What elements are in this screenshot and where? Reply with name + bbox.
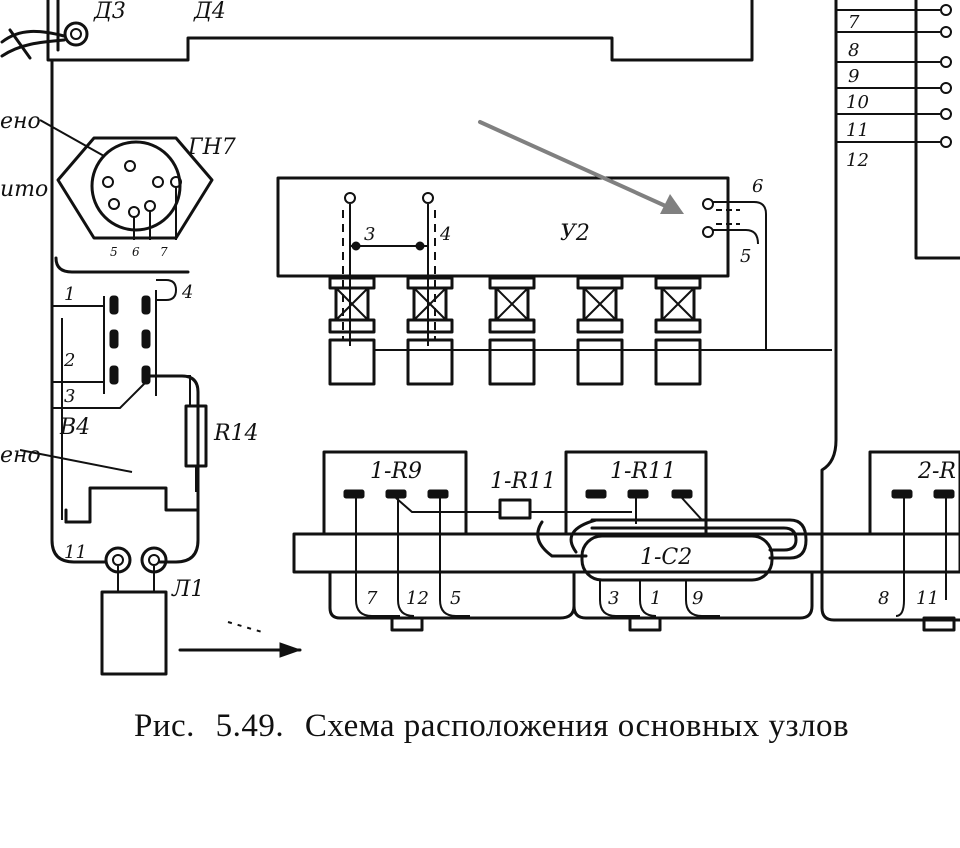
label-bot-12: 12 <box>406 588 429 609</box>
label-l1: Л1 <box>171 577 204 602</box>
tube-3 <box>488 276 536 386</box>
label-eno-bottom: ено <box>0 443 41 468</box>
block-u2 <box>276 176 767 350</box>
label-eno-top: ено <box>0 109 41 134</box>
label-1-r11-a: 1-R11 <box>490 469 556 494</box>
label-lamp-7: 7 <box>160 245 168 259</box>
label-sw-3: 3 <box>64 386 75 407</box>
caption-number: 5.49. <box>215 708 285 744</box>
label-v4: В4 <box>59 415 90 440</box>
label-1-r11-b: 1-R11 <box>610 459 676 484</box>
label-right-8: 8 <box>848 40 859 61</box>
label-right-11: 11 <box>846 120 869 141</box>
right-terminals <box>820 0 960 622</box>
label-u2: У2 <box>560 221 590 246</box>
label-sw-4: 4 <box>181 282 193 303</box>
tube-2 <box>406 276 454 386</box>
label-11: 11 <box>64 542 87 563</box>
caption-fig: Рис. <box>134 708 195 744</box>
label-u2-4: 4 <box>439 224 451 245</box>
caption-text: Схема расположения основных узлов <box>304 708 850 744</box>
top-frame <box>46 0 754 62</box>
label-lamp-6: 6 <box>132 245 140 259</box>
label-bot-11: 11 <box>916 588 939 609</box>
tube-1 <box>328 276 376 386</box>
label-lamp-5: 5 <box>110 245 118 259</box>
label-bot-8: 8 <box>878 588 889 609</box>
switch-block <box>19 279 208 520</box>
cable-grommet <box>0 21 89 60</box>
label-ito: ито <box>0 177 48 202</box>
label-u2-5: 5 <box>740 246 751 267</box>
label-u2-3: 3 <box>364 224 375 245</box>
pointer-arrow <box>478 120 684 214</box>
labels: Д3 Д4 ено ито ГН7 5 6 7 1 4 2 3 В4 ено R… <box>0 0 956 609</box>
label-bot-1: 1 <box>650 588 661 609</box>
label-bot-9: 9 <box>692 588 703 609</box>
label-1-r9: 1-R9 <box>370 459 422 484</box>
label-gn7: ГН7 <box>187 135 236 160</box>
left-base <box>64 486 302 676</box>
label-1-c2: 1-С2 <box>640 545 692 570</box>
label-sw-2: 2 <box>63 350 75 371</box>
label-d3: Д3 <box>93 0 126 24</box>
label-right-9: 9 <box>848 66 859 87</box>
label-bot-5: 5 <box>450 588 461 609</box>
lamp-socket-gn7 <box>39 119 214 240</box>
label-bot-3: 3 <box>608 588 619 609</box>
tube-row <box>328 276 832 386</box>
figure-caption: Рис. 5.49. Схема расположения основных у… <box>134 708 861 745</box>
label-d4: Д4 <box>193 0 226 24</box>
label-sw-1: 1 <box>64 284 75 305</box>
tube-5 <box>654 276 702 386</box>
label-u2-6: 6 <box>752 176 763 197</box>
label-2-r: 2-R <box>917 459 956 484</box>
label-right-12: 12 <box>846 150 869 171</box>
tube-4 <box>576 276 624 386</box>
label-r14: R14 <box>213 421 259 446</box>
label-right-7: 7 <box>848 12 860 33</box>
bottom-board <box>292 450 960 632</box>
label-right-10: 10 <box>846 92 869 113</box>
label-bot-7: 7 <box>366 588 378 609</box>
